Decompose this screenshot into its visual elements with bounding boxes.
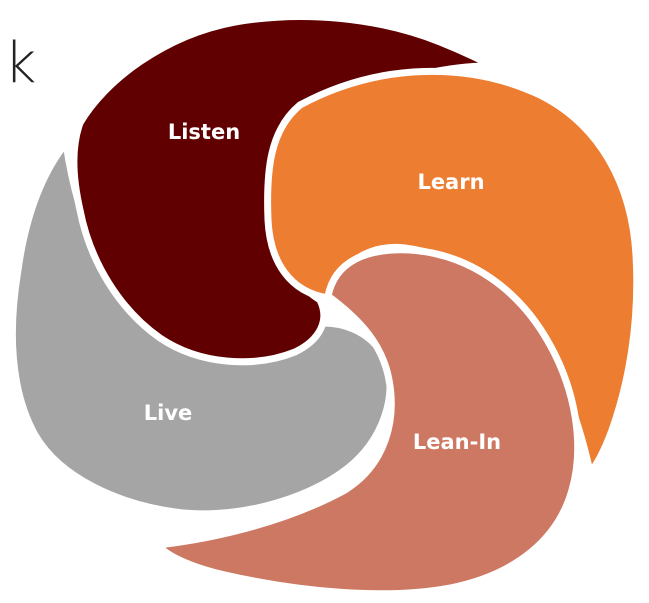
segment-label-listen: Listen [168, 120, 240, 144]
segment-lean-in [154, 246, 582, 598]
segment-learn [264, 67, 641, 476]
segment-label-learn: Learn [417, 170, 484, 194]
segment-label-live: Live [144, 401, 193, 425]
cropped-heading-fragment: k [4, 31, 37, 96]
segment-label-lean-in: Lean-In [413, 430, 501, 454]
